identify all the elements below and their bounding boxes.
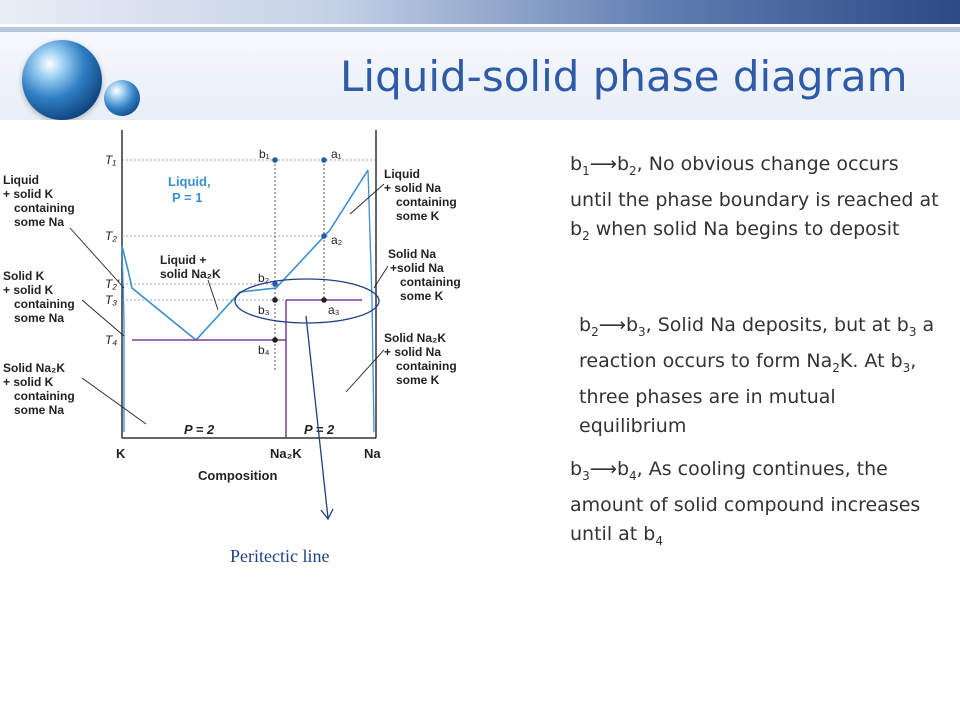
k-solidus <box>121 245 125 432</box>
svg-text:Liquid: Liquid <box>384 167 420 181</box>
x-tick-na2k: Na₂K <box>270 446 302 461</box>
svg-text:some Na: some Na <box>14 403 64 417</box>
svg-text:containing: containing <box>396 359 457 373</box>
label-a2: a₂ <box>331 233 343 247</box>
note-b3-b4: b3⟶b4, As cooling continues, the amount … <box>570 458 921 548</box>
x-tick-na: Na <box>364 446 381 461</box>
svg-text:some Na: some Na <box>14 311 64 325</box>
svg-text:+ solid Na: + solid Na <box>384 345 441 359</box>
note-b2-b3: b2⟶b3, Solid Na deposits, but at b3 a re… <box>579 314 935 437</box>
svg-text:Liquid: Liquid <box>3 173 39 187</box>
svg-text:+solid Na: +solid Na <box>390 261 444 275</box>
t2-label: T₂ <box>105 229 117 243</box>
left-label-solid-k: Solid K + solid K containing some Na <box>3 269 75 325</box>
svg-text:some Na: some Na <box>14 215 64 229</box>
label-b4: b₄ <box>258 343 270 357</box>
top-gradient-bar <box>0 0 960 24</box>
p2-left-label: P = 2 <box>184 422 215 437</box>
svg-text:Solid Na: Solid Na <box>388 247 436 261</box>
pointer-solid-na <box>373 265 389 289</box>
t1-label: T₁ <box>105 153 116 167</box>
pointer-liquid-solid-na <box>349 183 385 215</box>
t3-label: T₃ <box>105 293 117 307</box>
point-a1 <box>321 157 327 163</box>
decorative-orb-small <box>104 80 140 116</box>
label-a1: a₁ <box>331 147 342 161</box>
liquidus-left <box>121 169 369 342</box>
svg-text:+ solid K: + solid K <box>3 283 54 297</box>
t2p-label: T₂' <box>105 277 120 291</box>
decorative-orb-large <box>22 40 102 120</box>
phase-diagram: b₁ a₁ a₂ b₂ b₃ a₃ b₄ T₁ T₂ T₂' T₃ T₄ Liq… <box>3 130 461 520</box>
liquid-region-label: Liquid, <box>168 174 211 189</box>
pointer-solid-k <box>81 299 125 337</box>
point-b3 <box>272 297 278 303</box>
point-a3 <box>321 297 327 303</box>
x-tick-k: K <box>116 446 126 461</box>
peritectic-arrowhead <box>320 508 334 520</box>
svg-text:Solid Na₂K: Solid Na₂K <box>384 331 446 345</box>
liquid-na2k-pointer <box>207 279 219 311</box>
top-divider <box>0 27 960 32</box>
svg-text:+ solid Na: + solid Na <box>384 181 441 195</box>
svg-text:containing: containing <box>14 389 75 403</box>
left-label-solid-na2k: Solid Na₂K + solid K containing some Na <box>3 361 75 417</box>
x-axis-label: Composition <box>198 468 277 483</box>
svg-text:containing: containing <box>14 297 75 311</box>
svg-text:some K: some K <box>396 373 440 387</box>
svg-text:Solid K: Solid K <box>3 269 45 283</box>
peritectic-arrow <box>305 315 329 519</box>
label-b2: b₂ <box>258 271 270 285</box>
point-b2 <box>272 281 278 287</box>
header-band <box>0 32 960 120</box>
point-b4 <box>272 337 278 343</box>
svg-text:+ solid K: + solid K <box>3 187 54 201</box>
note-b1-b2: b1⟶b2, No obvious change occurs until th… <box>570 153 939 243</box>
svg-text:containing: containing <box>400 275 461 289</box>
label-a3: a₃ <box>328 303 340 317</box>
p2-right-label: P = 2 <box>304 422 335 437</box>
liquid-na2k-label-1: Liquid + <box>160 253 206 267</box>
svg-text:Solid Na₂K: Solid Na₂K <box>3 361 65 375</box>
svg-text:containing: containing <box>396 195 457 209</box>
pointer-solid-na2k-left <box>81 377 147 425</box>
point-b1 <box>272 157 278 163</box>
right-label-liquid-solid-na: Liquid + solid Na containing some K <box>384 167 457 223</box>
svg-text:containing: containing <box>14 201 75 215</box>
svg-text:some K: some K <box>396 209 440 223</box>
svg-text:some K: some K <box>400 289 444 303</box>
right-label-solid-na: Solid Na +solid Na containing some K <box>388 247 461 303</box>
pointer-liquid-solid-k <box>69 227 125 289</box>
diagram-background <box>0 120 542 500</box>
slide-title: Liquid-solid phase diagram <box>340 52 908 101</box>
point-a2 <box>321 233 327 239</box>
label-b1: b₁ <box>259 147 270 161</box>
right-label-solid-na2k: Solid Na₂K + solid Na containing some K <box>384 331 457 387</box>
liquid-region-p: P = 1 <box>172 190 202 205</box>
na-solidus <box>367 169 375 433</box>
label-b3: b₃ <box>258 303 270 317</box>
t4-label: T₄ <box>105 333 117 347</box>
svg-text:+ solid K: + solid K <box>3 375 54 389</box>
peritectic-ellipse <box>234 278 380 324</box>
pointer-solid-na2k-right <box>345 349 385 393</box>
left-label-liquid-solid-k: Liquid + solid K containing some Na <box>3 173 75 229</box>
peritectic-line-label: Peritectic line <box>230 546 330 566</box>
liquid-na2k-label-2: solid Na₂K <box>160 267 221 281</box>
